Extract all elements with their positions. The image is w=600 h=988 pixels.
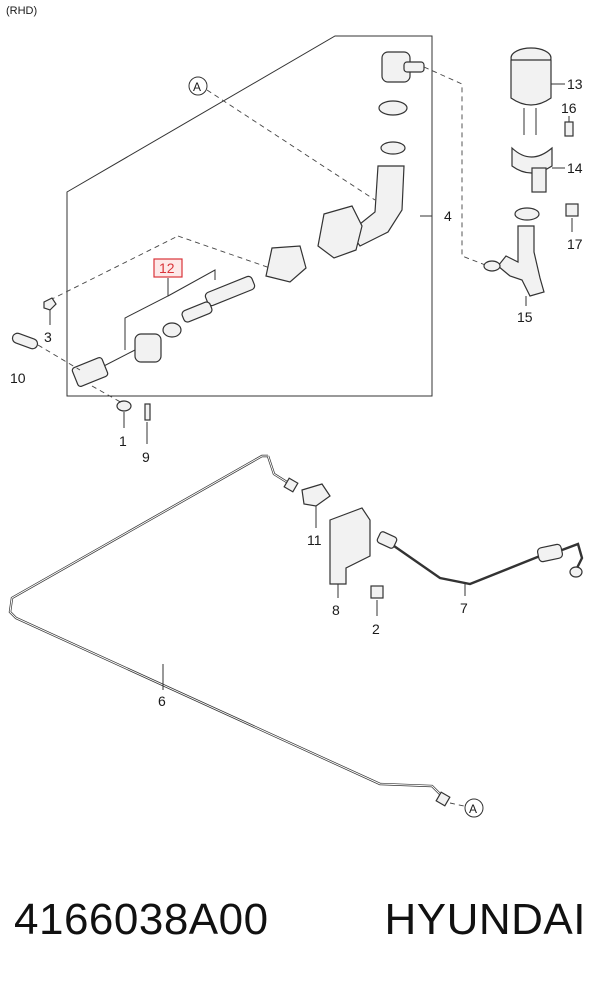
ref-circle-bottom	[464, 798, 484, 818]
part-label-1: 1	[119, 433, 127, 449]
ref-circle-top	[188, 76, 208, 96]
clutch-pipe	[8, 454, 445, 799]
reservoir-hose	[497, 225, 545, 297]
part-number: 4166038A00	[14, 895, 269, 944]
part-label-8: 8	[332, 602, 340, 618]
part-label-7: 7	[460, 600, 468, 616]
part-label-15: 15	[517, 309, 533, 325]
reservoir	[510, 47, 552, 135]
bolt-icon	[565, 203, 579, 217]
part-label-17: 17	[567, 236, 583, 252]
part-label-11: 11	[307, 532, 322, 548]
part-label-12: 12	[159, 260, 175, 276]
part-label-6: 6	[158, 693, 166, 709]
pipe-bracket	[329, 507, 371, 585]
part-label-3: 3	[44, 329, 52, 345]
ref-label-top: A	[193, 80, 201, 94]
part-label-16: 16	[561, 100, 577, 116]
part-label-9: 9	[142, 449, 150, 465]
nut-icon	[43, 297, 57, 311]
part-label-4: 4	[444, 208, 452, 224]
part-label-10: 10	[10, 370, 26, 386]
clip-pin-icon	[144, 403, 151, 421]
ref-label-bottom: A	[469, 802, 477, 816]
bracket-bolt-icon	[370, 585, 384, 599]
part-12-highlight	[153, 258, 183, 278]
variant-label: (RHD)	[6, 5, 37, 17]
master-cylinder	[71, 205, 363, 387]
part-label-13: 13	[567, 76, 583, 92]
retaining-clip-icon	[301, 483, 331, 507]
flexible-hose	[376, 531, 584, 586]
reservoir-bracket	[511, 146, 553, 193]
part-label-14: 14	[567, 160, 583, 176]
hose-clamp-icon	[514, 207, 540, 221]
part-label-2: 2	[372, 621, 380, 637]
footer: 4166038A00 HYUNDAI	[14, 885, 586, 955]
brand-name: HYUNDAI	[384, 895, 586, 944]
pin-icon	[11, 332, 39, 350]
washer-icon	[116, 400, 132, 412]
reservoir-hose-fitting	[349, 51, 425, 247]
screw-icon	[564, 121, 574, 137]
